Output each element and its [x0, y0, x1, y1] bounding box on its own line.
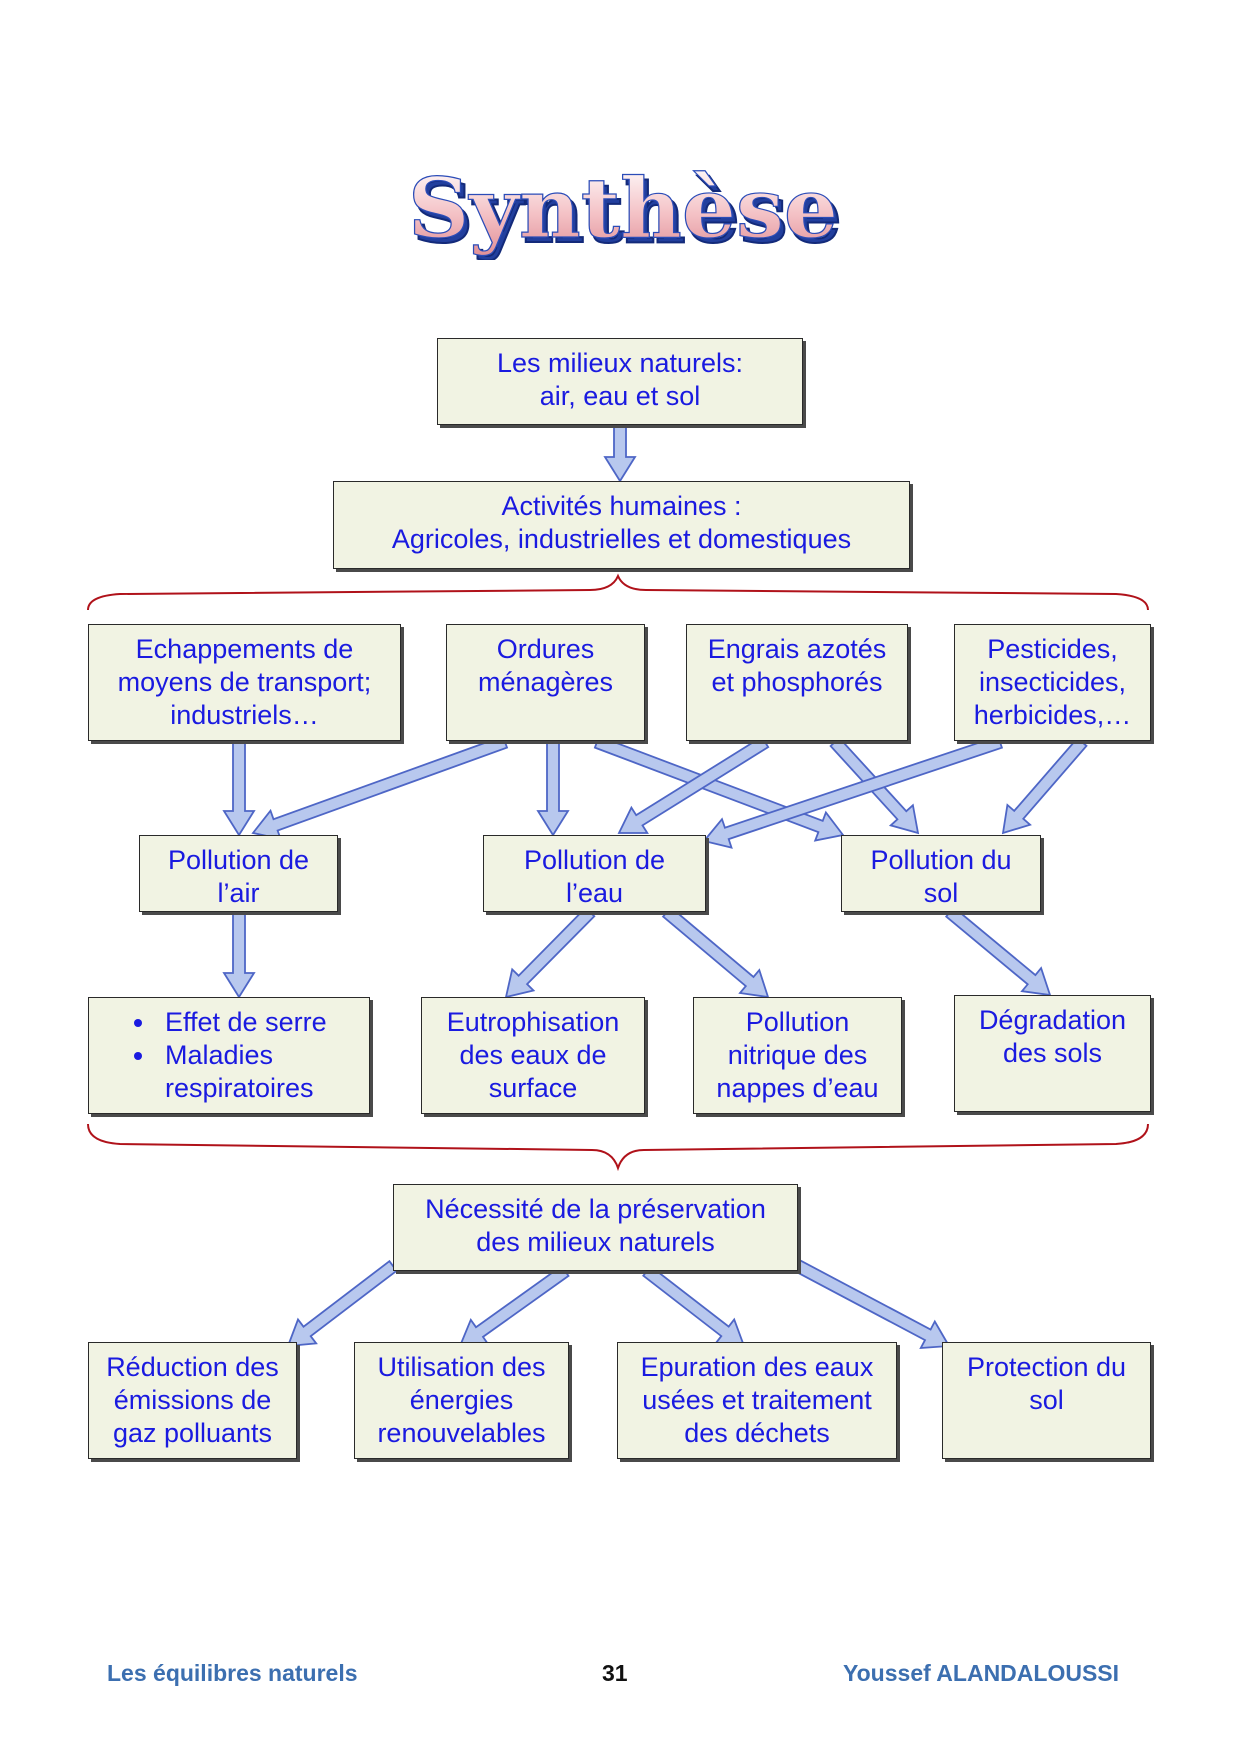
text-line: Protection du [966, 1352, 1127, 1382]
arrow-necessite-to-protection [793, 1259, 951, 1350]
box-pollution-sol: Pollution du sol [841, 835, 1041, 912]
text-line: Eutrophisation [446, 1007, 620, 1037]
text-line: Dégradation [978, 1005, 1127, 1035]
top-brace [87, 573, 1149, 611]
text-line: Nécessité de la préservation [425, 1194, 766, 1224]
text-line: Echappements de [135, 634, 354, 664]
text-line: Utilisation des [377, 1352, 546, 1382]
arrows-group [222, 425, 1088, 1350]
text-line: des déchets [684, 1418, 830, 1448]
arrow-eau-to-eutrophisation [504, 906, 596, 999]
text-line: moyens de transport; [117, 667, 372, 697]
text-line: des eaux de [459, 1040, 607, 1070]
footer-author: Youssef ALANDALOUSSI [843, 1660, 1120, 1686]
box-protection-sol: Protection du sol [942, 1342, 1151, 1459]
text-line: sol [923, 878, 959, 908]
text-line: sol [1029, 1385, 1064, 1415]
text-line: nitrique des [727, 1040, 868, 1070]
text-line: l’air [217, 878, 260, 908]
text-line: des sols [1002, 1038, 1103, 1068]
box-effets-air: Effet de serre Maladies respiratoires [88, 997, 370, 1114]
list-item: Effet de serre [157, 1006, 369, 1039]
arrow-eau-to-nitrique [661, 906, 770, 999]
text-line: émissions de [113, 1385, 272, 1415]
title-logo: Synthèse Synthèse [407, 160, 843, 260]
arrow-necessite-to-epuration [642, 1265, 746, 1348]
text-line: industriels… [170, 700, 319, 730]
title-shadow: Synthèse [412, 166, 842, 260]
text-line: Pollution de [523, 845, 666, 875]
text-line: gaz polluants [112, 1418, 273, 1448]
box-pollution-air: Pollution de l’air [139, 835, 338, 912]
arrow-sol-to-degradation [944, 906, 1052, 997]
text-line: Pollution du [870, 845, 1012, 875]
text-line: Agricoles, industrielles et domestiques [391, 524, 852, 554]
bottom-brace [87, 1123, 1149, 1172]
arrow-milieux-to-activites [603, 425, 637, 483]
arrow-ordures-to-air [251, 735, 509, 841]
box-utilisation: Utilisation des énergies renouvelables [354, 1342, 569, 1459]
text-line: Pollution [745, 1007, 850, 1037]
text-line: Réduction des [106, 1352, 279, 1382]
box-ordures-menageres: Ordures ménagères [446, 624, 645, 741]
text-line: Pesticides, [987, 634, 1118, 664]
text-line: surface [488, 1073, 578, 1103]
text-line: usées et traitement [642, 1385, 872, 1415]
arrow-pesticides-to-eau [702, 735, 1004, 849]
box-activites-humaines: Activités humaines : Agricoles, industri… [333, 481, 910, 569]
box-epuration: Epuration des eaux usées et traitement d… [617, 1342, 897, 1459]
effects-list: Effet de serre Maladies respiratoires [89, 1006, 369, 1105]
list-item: Maladies respiratoires [157, 1039, 369, 1105]
text-line: Les milieux naturels: [496, 348, 744, 378]
arrow-necessite-to-reduction [286, 1259, 398, 1348]
arrow-engrais-to-eau [617, 735, 770, 834]
box-eutrophisation: Eutrophisation des eaux de surface [421, 997, 645, 1114]
text-line: des milieux naturels [476, 1227, 715, 1257]
arrow-echappements-to-air [222, 741, 256, 837]
box-degradation-sols: Dégradation des sols [954, 995, 1151, 1112]
text-line: Ordures [496, 634, 595, 664]
text-line: énergies [409, 1385, 514, 1415]
arrow-necessite-to-utilisation [458, 1264, 570, 1347]
text-line: herbicides,… [973, 700, 1132, 730]
text-line: Epuration des eaux [640, 1352, 874, 1382]
box-echappements: Echappements de moyens de transport; ind… [88, 624, 401, 741]
arrow-ordures-to-eau [536, 741, 570, 837]
box-milieux-naturels: Les milieux naturels: air, eau et sol [437, 338, 803, 425]
page-number: 31 [602, 1660, 628, 1686]
box-pollution-nitrique: Pollution nitrique des nappes d’eau [693, 997, 902, 1114]
box-pollution-eau: Pollution de l’eau [483, 835, 706, 912]
text-line: Activités humaines : [501, 491, 742, 521]
box-pesticides: Pesticides, insecticides, herbicides,… [954, 624, 1151, 741]
text-line: nappes d’eau [716, 1073, 879, 1103]
text-line: insecticides, [978, 667, 1127, 697]
text-line: Pollution de [167, 845, 310, 875]
footer-left: Les équilibres naturels [107, 1660, 358, 1686]
text-line: Engrais azotés [707, 634, 887, 664]
box-reduction: Réduction des émissions de gaz polluants [88, 1342, 297, 1459]
arrow-air-to-effets [222, 911, 256, 999]
text-line: air, eau et sol [539, 381, 701, 411]
box-engrais: Engrais azotés et phosphorés [686, 624, 908, 741]
box-necessite: Nécessité de la préservation des milieux… [393, 1184, 798, 1271]
text-line: renouvelables [377, 1418, 546, 1448]
text-line: l’eau [565, 878, 624, 908]
arrow-pesticides-to-sol [1001, 736, 1088, 835]
text-line: ménagères [477, 667, 614, 697]
title-text: Synthèse [408, 161, 838, 257]
text-line: et phosphorés [711, 667, 883, 697]
